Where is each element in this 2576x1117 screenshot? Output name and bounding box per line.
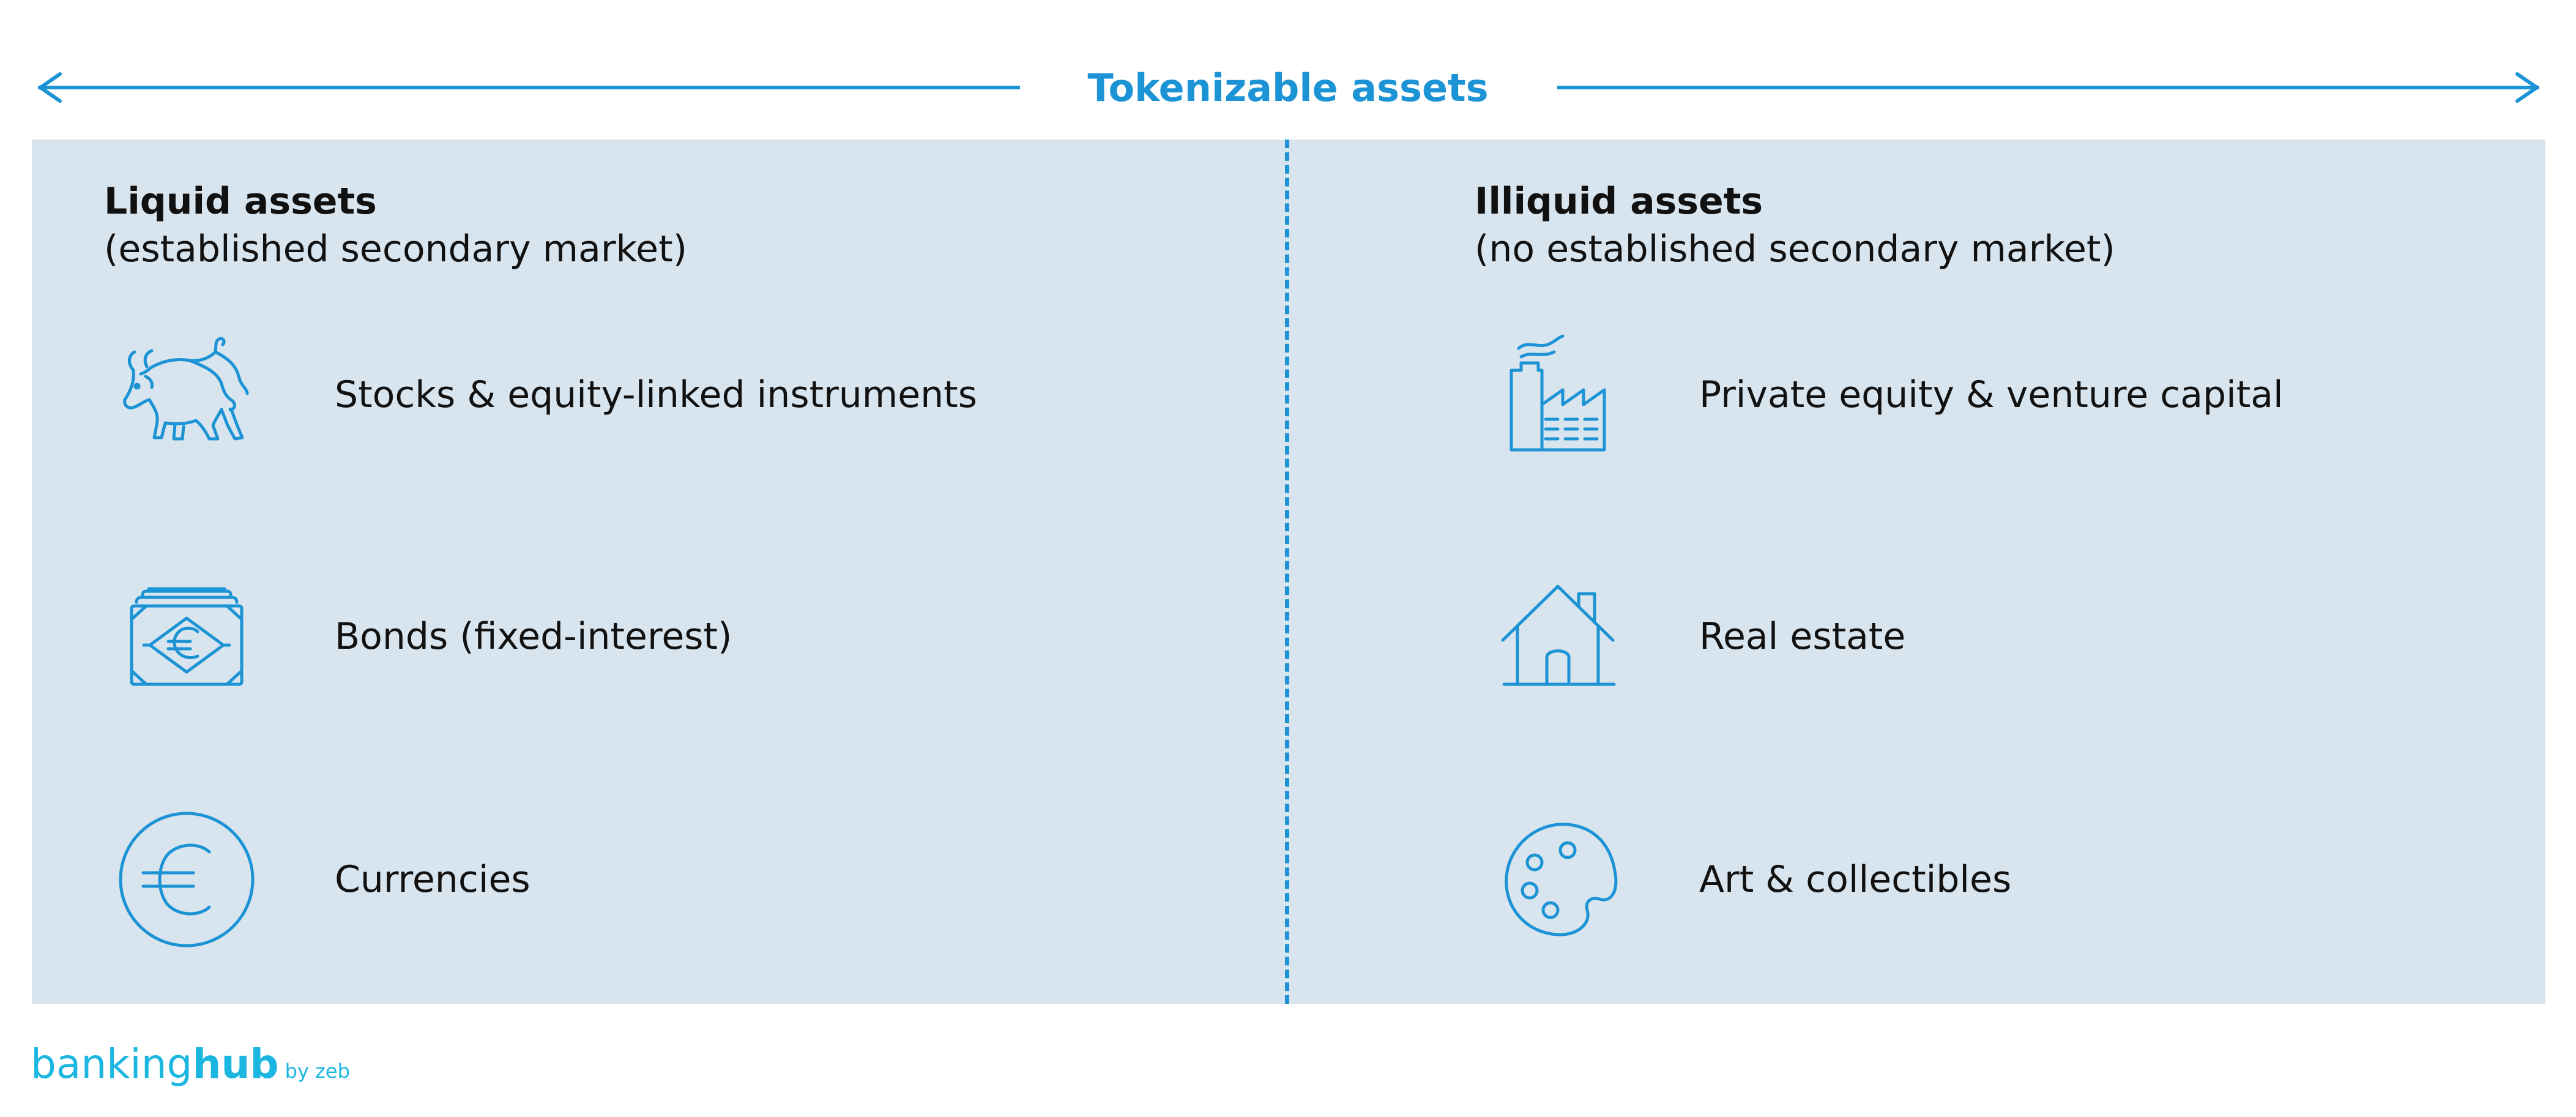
list-item-label: Currencies: [335, 858, 530, 901]
list-item-label: Real estate: [1699, 615, 1906, 658]
logo-part-hub: hub: [192, 1040, 279, 1088]
logo-part-banking: banking: [31, 1040, 193, 1088]
house-icon: [1487, 569, 1634, 704]
list-item-stocks: Stocks & equity-linked instruments: [113, 327, 1153, 462]
list-item-private-equity: Private equity & venture capital: [1487, 327, 2527, 462]
bull-icon: [113, 327, 260, 462]
euro-coin-icon: [113, 812, 260, 947]
list-item-bonds: Bonds (fixed-interest): [113, 569, 1153, 704]
right-arrow-head-icon: [2507, 70, 2542, 105]
illiquid-assets-subtitle: (no established secondary market): [1475, 228, 2115, 271]
tokenizable-assets-title: Tokenizable assets: [1087, 65, 1489, 110]
list-item-art: Art & collectibles: [1487, 812, 2527, 947]
liquid-assets-heading: Liquid assets (established secondary mar…: [104, 177, 687, 273]
liquid-assets-title: Liquid assets: [104, 180, 377, 223]
list-item-label: Bonds (fixed-interest): [335, 615, 732, 658]
palette-icon: [1487, 812, 1634, 947]
illiquid-assets-heading: Illiquid assets (no established secondar…: [1475, 177, 2115, 273]
left-arrow-line: [38, 86, 1020, 89]
left-arrow-head-icon: [35, 70, 70, 105]
list-item-label: Private equity & venture capital: [1699, 373, 2284, 416]
right-arrow-line: [1557, 86, 2539, 89]
list-item-real-estate: Real estate: [1487, 569, 2527, 704]
euro-banknote-icon: [113, 569, 260, 704]
list-item-label: Art & collectibles: [1699, 858, 2012, 901]
illiquid-assets-title: Illiquid assets: [1475, 180, 1763, 223]
column-divider: [1285, 140, 1289, 1004]
list-item-currencies: Currencies: [113, 812, 1153, 947]
logo-suffix: by zeb: [285, 1059, 350, 1083]
liquid-assets-subtitle: (established secondary market): [104, 228, 687, 271]
list-item-label: Stocks & equity-linked instruments: [335, 373, 977, 416]
factory-icon: [1487, 327, 1634, 462]
